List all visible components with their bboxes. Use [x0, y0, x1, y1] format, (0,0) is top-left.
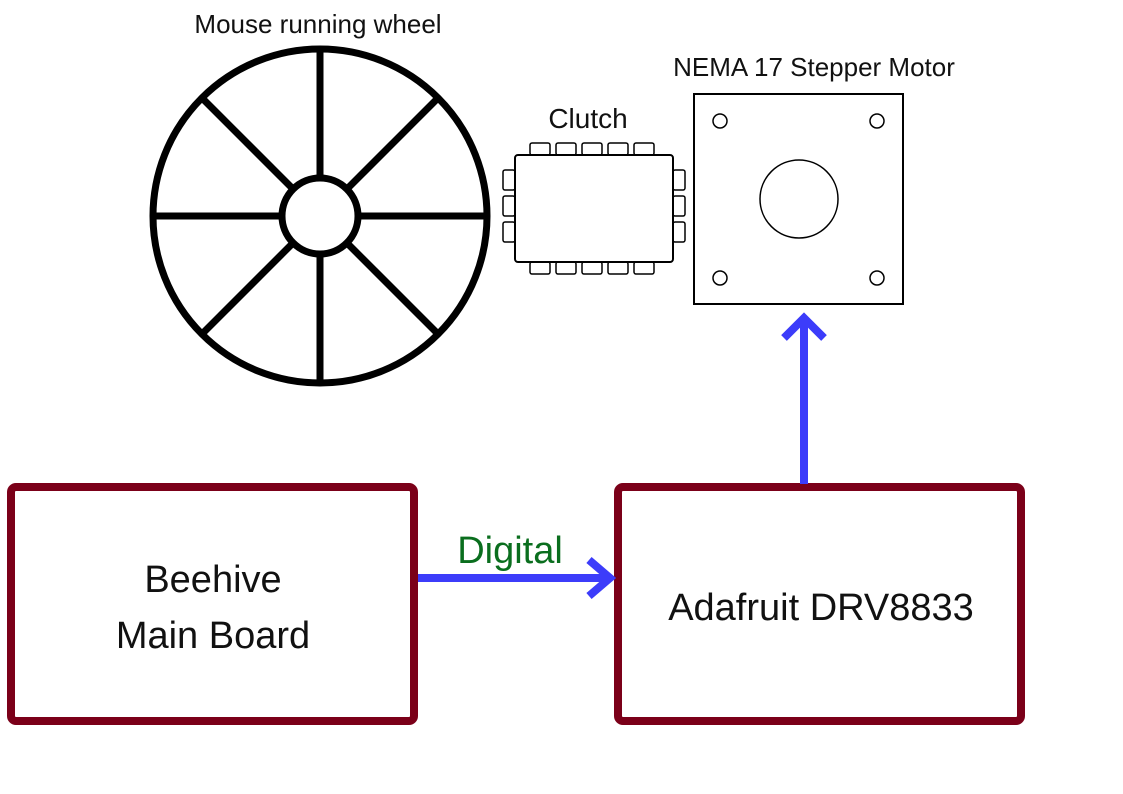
mounting-hole	[869, 113, 885, 129]
clutch-pin	[529, 142, 551, 156]
clutch-pin	[555, 261, 577, 275]
clutch-pin	[502, 169, 516, 191]
wheel-label: Mouse running wheel	[194, 9, 441, 39]
main-board-label-line1: Beehive	[144, 559, 281, 601]
clutch-pin	[607, 142, 629, 156]
clutch-pin	[672, 169, 686, 191]
clutch-pin	[555, 142, 577, 156]
digital-arrow-head	[586, 556, 617, 600]
digital-signal-label: Digital	[457, 530, 563, 572]
wheel-hub	[278, 174, 362, 258]
clutch-pin	[607, 261, 629, 275]
running-wheel: Mouse running wheel	[149, 9, 491, 387]
main-board-box	[7, 483, 418, 725]
wheel-spoke	[199, 240, 296, 337]
clutch-label: Clutch	[548, 103, 627, 134]
clutch-pin	[672, 221, 686, 243]
clutch-pin	[581, 261, 603, 275]
clutch-pin	[581, 142, 603, 156]
clutch-pin	[672, 195, 686, 217]
clutch-pin	[633, 142, 655, 156]
stepper-motor: NEMA 17 Stepper Motor	[673, 52, 955, 305]
driver-block: Adafruit DRV8833	[614, 483, 1025, 725]
wheel-spokes	[153, 50, 487, 383]
main-board-block: Beehive Main Board	[7, 483, 418, 725]
clutch-pin	[502, 195, 516, 217]
wheel-spoke	[344, 240, 441, 337]
clutch-pin	[529, 261, 551, 275]
motor-shaft	[759, 159, 839, 239]
wheel-spoke	[199, 95, 296, 192]
mounting-hole	[712, 113, 728, 129]
main-board-label-line2: Main Board	[116, 615, 310, 657]
clutch: Clutch	[502, 103, 686, 275]
motor-arrow-head	[781, 312, 827, 341]
mounting-hole	[869, 270, 885, 286]
driver-box	[614, 483, 1025, 725]
motor-label: NEMA 17 Stepper Motor	[673, 52, 955, 82]
motor-drive-arrow	[781, 312, 827, 484]
clutch-body	[514, 154, 674, 263]
driver-label: Adafruit DRV8833	[668, 587, 974, 629]
clutch-pin	[633, 261, 655, 275]
mounting-hole	[712, 270, 728, 286]
wheel-spoke	[344, 95, 441, 192]
digital-arrow: Digital	[418, 530, 617, 600]
motor-body	[693, 93, 904, 305]
clutch-pin	[502, 221, 516, 243]
